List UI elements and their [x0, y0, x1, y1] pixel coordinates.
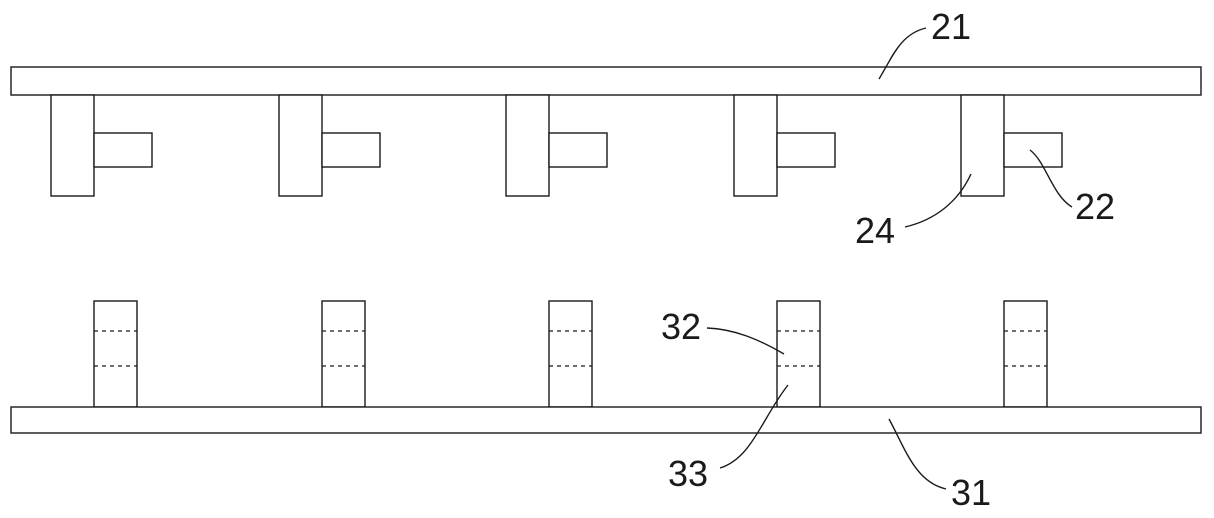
- post: [50, 94, 95, 197]
- top-unit-5: [960, 94, 1063, 197]
- top-unit-3: [505, 94, 608, 197]
- socket: [321, 300, 366, 408]
- label-22: 22: [1075, 186, 1115, 227]
- post: [505, 94, 550, 197]
- leader-22: [1029, 149, 1073, 208]
- bottom-unit-4: [776, 300, 821, 408]
- label-21: 21: [931, 6, 971, 47]
- side-block: [93, 132, 153, 168]
- leader-32: [706, 327, 785, 355]
- socket: [93, 300, 138, 408]
- side-block: [1003, 132, 1063, 168]
- side-block: [548, 132, 608, 168]
- top-unit-4: [733, 94, 836, 197]
- bottom-plate: [10, 406, 1202, 434]
- post: [733, 94, 778, 197]
- post: [278, 94, 323, 197]
- leader-21: [878, 27, 927, 80]
- leader-24: [904, 173, 972, 228]
- top-unit-1: [50, 94, 153, 197]
- top-plate: [10, 66, 1202, 96]
- socket: [1003, 300, 1048, 408]
- leader-31: [888, 418, 947, 490]
- label-31: 31: [951, 472, 991, 513]
- bottom-unit-2: [321, 300, 366, 408]
- label-33: 33: [668, 453, 708, 494]
- bottom-unit-5: [1003, 300, 1048, 408]
- bottom-unit-1: [93, 300, 138, 408]
- label-32: 32: [661, 306, 701, 347]
- leader-33: [719, 384, 789, 469]
- side-block: [776, 132, 836, 168]
- side-block: [321, 132, 381, 168]
- label-24: 24: [855, 210, 895, 251]
- top-unit-2: [278, 94, 381, 197]
- bottom-unit-3: [548, 300, 593, 408]
- socket: [548, 300, 593, 408]
